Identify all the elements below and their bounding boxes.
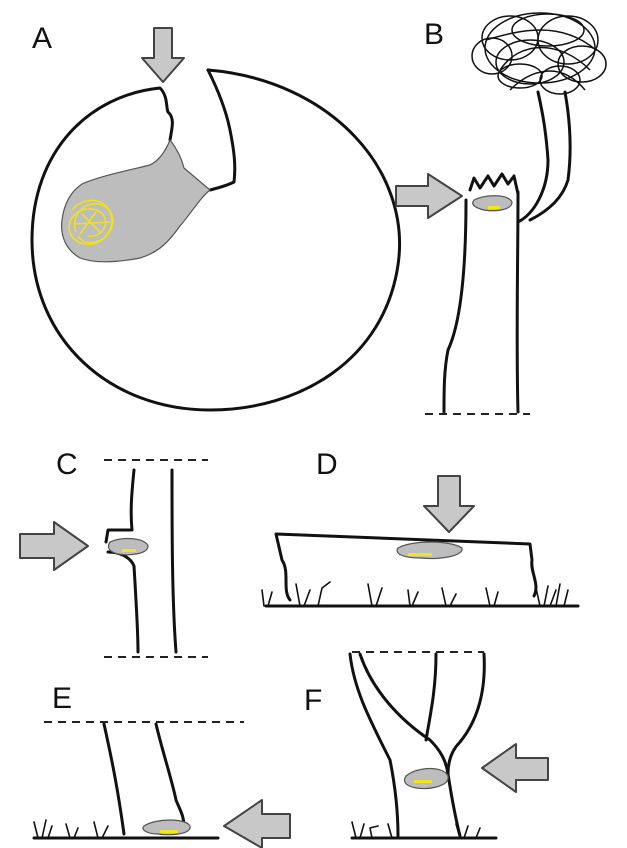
panel-a-label: A: [32, 22, 52, 55]
branch: [518, 92, 570, 222]
trunk-c: [106, 470, 176, 652]
entrance-tunnel: [208, 70, 235, 190]
nest-material-c: [122, 549, 136, 552]
panel-f: F: [304, 652, 548, 838]
nest-cavity-f: [404, 769, 448, 789]
arrow-d: [424, 476, 474, 532]
nest-cavity-c: [108, 539, 148, 555]
panel-b: B: [396, 13, 606, 414]
nest-material-e: [160, 830, 178, 833]
panel-d-label: D: [316, 448, 338, 481]
arrow-e: [224, 800, 290, 848]
arrow-c: [20, 522, 88, 570]
grass-e: [34, 820, 108, 838]
nest-material-b: [488, 206, 500, 209]
panel-c: C: [20, 448, 208, 657]
nest-material-f: [414, 780, 432, 783]
nest-material-d: [408, 553, 432, 556]
arrow-b: [396, 174, 462, 218]
panel-b-label: B: [424, 18, 444, 51]
panel-a: A: [32, 22, 400, 410]
arrow-a: [142, 28, 184, 82]
arrow-f: [482, 744, 548, 792]
panel-c-label: C: [56, 448, 78, 481]
grass-d: [262, 582, 568, 606]
trunk-e: [104, 724, 184, 834]
panel-e: E: [34, 682, 290, 848]
forked-trunk: [350, 654, 484, 836]
panel-f-label: F: [304, 684, 322, 717]
nest-cavity-d: [397, 542, 462, 559]
tree-crown: [472, 13, 606, 94]
panel-d: D: [262, 448, 578, 606]
panel-e-label: E: [52, 682, 72, 715]
